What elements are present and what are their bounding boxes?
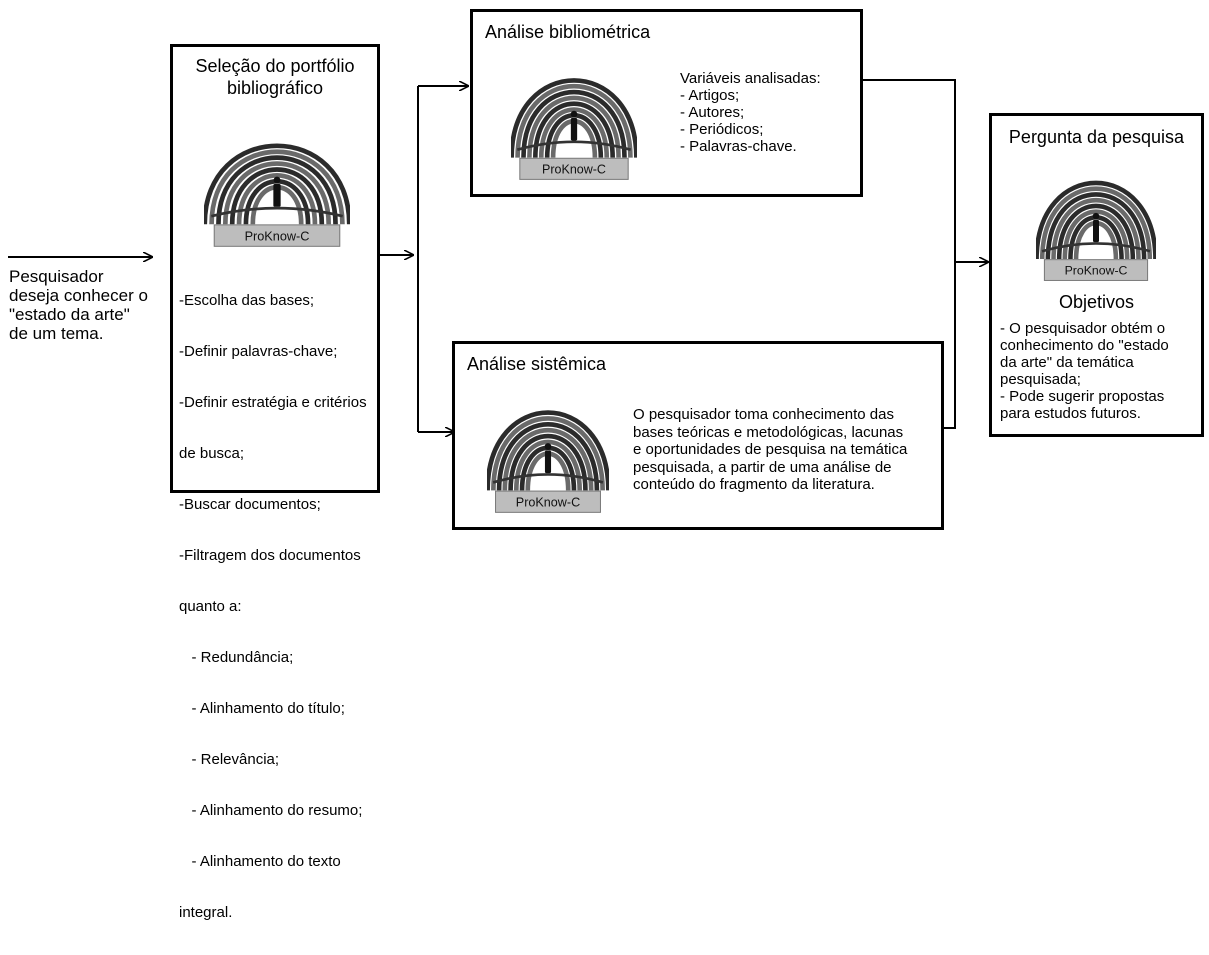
- pergunta-line: para estudos futuros.: [1000, 405, 1141, 422]
- selecao-item: -Definir palavras-chave;: [179, 343, 338, 360]
- start-line: de um tema.: [9, 324, 104, 343]
- tunnel-arches-icon: [204, 143, 350, 225]
- pergunta-line: - O pesquisador obtém o: [1000, 320, 1166, 337]
- svg-text:ProKnow-C: ProKnow-C: [245, 229, 310, 243]
- selecao-title-line: Seleção do portfólio: [195, 56, 355, 76]
- sistemica-box: Análise sistêmica ProKnow-C O pesquisado…: [452, 341, 944, 530]
- person-icon: [544, 443, 552, 474]
- sistemica-title: Análise sistêmica: [467, 354, 607, 374]
- sistemica-line: conteúdo do fragmento da literatura.: [633, 476, 875, 493]
- selecao-item: integral.: [179, 904, 233, 921]
- sistemica-line: bases teóricas e metodológicas, lacunas: [633, 423, 904, 441]
- merge-sistemica: [943, 262, 956, 429]
- sistemica-line: pesquisada, a partir de uma análise de: [633, 458, 892, 476]
- start-line: "estado da arte": [9, 305, 130, 324]
- sistemica-line: O pesquisador toma conhecimento das: [633, 406, 894, 423]
- bibliometrica-line: - Artigos;: [680, 87, 740, 104]
- person-icon: [570, 110, 578, 141]
- connector-arrows: [8, 79, 1209, 532]
- selecao-list: -Escolha das bases; -Definir palavras-ch…: [179, 258, 367, 955]
- bibliometrica-line: Variáveis analisadas:: [680, 70, 821, 87]
- sistemica-line: e oportunidades de pesquisa na temática: [633, 441, 908, 458]
- person-icon: [1092, 212, 1100, 243]
- pergunta-line: pesquisada;: [1000, 371, 1081, 388]
- selecao-item: -Definir estratégia e critérios: [179, 394, 367, 411]
- pergunta-title: Pergunta da pesquisa: [1008, 127, 1185, 147]
- person-icon: [273, 176, 281, 207]
- proknow-label: ProKnow-C: [1043, 259, 1149, 281]
- selecao-item: - Alinhamento do texto: [179, 853, 341, 870]
- selecao-item: de busca;: [179, 445, 245, 462]
- pergunta-line: - Pode sugerir propostas: [1000, 388, 1165, 405]
- start-line: deseja conhecer o: [9, 286, 148, 305]
- selecao-item: - Redundância;: [179, 649, 294, 666]
- pergunta-line: da arte" da temática: [1000, 354, 1134, 371]
- bibliometrica-line: - Autores;: [680, 104, 745, 121]
- selecao-item: - Relevância;: [179, 751, 280, 768]
- pergunta-text: - O pesquisador obtém o conhecimento do …: [1000, 320, 1169, 422]
- selecao-title-line: bibliográfico: [226, 78, 324, 98]
- pergunta-box: Pergunta da pesquisa ProKnow-C Objetivos…: [989, 113, 1204, 437]
- proknow-label: ProKnow-C: [519, 157, 629, 180]
- merge-bibliometrica: [862, 79, 956, 262]
- proknow-label: ProKnow-C: [495, 490, 601, 513]
- selecao-item: -Buscar documentos;: [179, 496, 321, 513]
- start-line: Pesquisador: [9, 267, 104, 286]
- bibliometrica-text: Variáveis analisadas: - Artigos; - Autor…: [680, 70, 821, 155]
- bibliometrica-line: - Periódicos;: [680, 121, 764, 138]
- selecao-title: Seleção do portfólio bibliográfico: [173, 55, 377, 99]
- start-text: Pesquisador deseja conhecer o "estado da…: [9, 267, 148, 343]
- selecao-box: Seleção do portfólio bibliográfico ProKn…: [170, 44, 380, 921]
- selecao-item: -Escolha das bases;: [179, 292, 315, 309]
- proknow-logo: ProKnow-C: [511, 52, 637, 184]
- svg-text:ProKnow-C: ProKnow-C: [1065, 264, 1128, 278]
- proknow-logo: ProKnow-C: [1036, 155, 1156, 285]
- proknow-logo: ProKnow-C: [487, 384, 609, 517]
- selecao-item: - Alinhamento do resumo;: [179, 802, 363, 819]
- pergunta-subtitle: Objetivos: [1058, 292, 1135, 312]
- svg-text:ProKnow-C: ProKnow-C: [516, 495, 580, 509]
- bibliometrica-box: Análise bibliométrica ProKnow-C Variávei…: [470, 9, 863, 197]
- sistemica-text: O pesquisador toma conhecimento das base…: [633, 406, 907, 494]
- bibliometrica-line: - Palavras-chave.: [680, 138, 797, 155]
- bibliometrica-title: Análise bibliométrica: [485, 22, 651, 42]
- pergunta-line: conhecimento do "estado: [1000, 337, 1169, 354]
- proknow-label: ProKnow-C: [213, 224, 341, 247]
- selecao-item: quanto a:: [179, 598, 242, 615]
- selecao-item: - Alinhamento do título;: [179, 700, 345, 717]
- selecao-item: -Filtragem dos documentos: [179, 547, 361, 564]
- proknow-logo: ProKnow-C: [204, 117, 350, 251]
- svg-text:ProKnow-C: ProKnow-C: [542, 162, 606, 176]
